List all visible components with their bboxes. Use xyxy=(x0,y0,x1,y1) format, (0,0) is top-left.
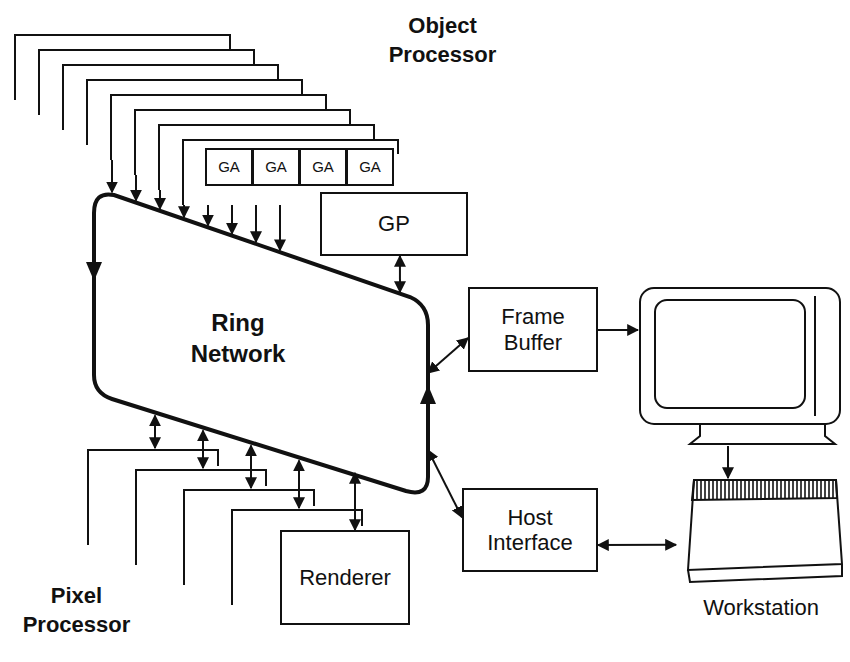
ga-box: GA xyxy=(346,148,394,186)
node-label: Renderer xyxy=(299,565,391,590)
host-interface-box: Host Interface xyxy=(462,488,598,572)
group-label: Pixel Processor xyxy=(4,582,149,639)
connector-arrow xyxy=(428,450,462,517)
node-label: Workstation xyxy=(703,595,819,620)
ga-box: GA xyxy=(299,148,347,186)
display-arrow xyxy=(727,446,729,478)
keyboard-illustration xyxy=(676,468,846,588)
board-arrow xyxy=(154,415,156,448)
node-label: Ring Network xyxy=(173,307,303,369)
keyboard-lip xyxy=(688,564,842,582)
monitor-illustration xyxy=(640,288,840,444)
board-arrow xyxy=(298,461,300,508)
keyboard-body xyxy=(688,480,842,570)
connector-arrow xyxy=(428,338,468,373)
video-arrow xyxy=(592,329,638,331)
gp-box: GP xyxy=(320,192,468,256)
node-label: GA xyxy=(218,158,240,175)
ga-box: GA xyxy=(252,148,300,186)
ga-box: GA xyxy=(205,148,253,186)
connector-arrow xyxy=(354,473,356,530)
connector-arrow xyxy=(598,544,676,546)
ring-network: Ring Network xyxy=(88,185,433,500)
node-label: GA xyxy=(359,158,381,175)
node-label: GP xyxy=(378,211,410,236)
workstation: Workstation xyxy=(676,468,846,628)
keyboard-keys xyxy=(692,480,837,500)
renderer-box: Renderer xyxy=(280,530,410,625)
connector-arrow xyxy=(399,256,401,292)
node-label: Frame Buffer xyxy=(470,304,596,355)
board-arrow xyxy=(279,205,281,250)
frame-buffer-box: Frame Buffer xyxy=(468,287,598,372)
node-label: Host Interface xyxy=(464,505,596,556)
board-arrow xyxy=(202,430,204,468)
ring-outline xyxy=(94,194,428,492)
processor-boards xyxy=(15,35,398,605)
node-label: GA xyxy=(265,158,287,175)
board-arrow xyxy=(250,446,252,488)
node-label: GA xyxy=(312,158,334,175)
group-label: Object Processor xyxy=(360,12,525,69)
